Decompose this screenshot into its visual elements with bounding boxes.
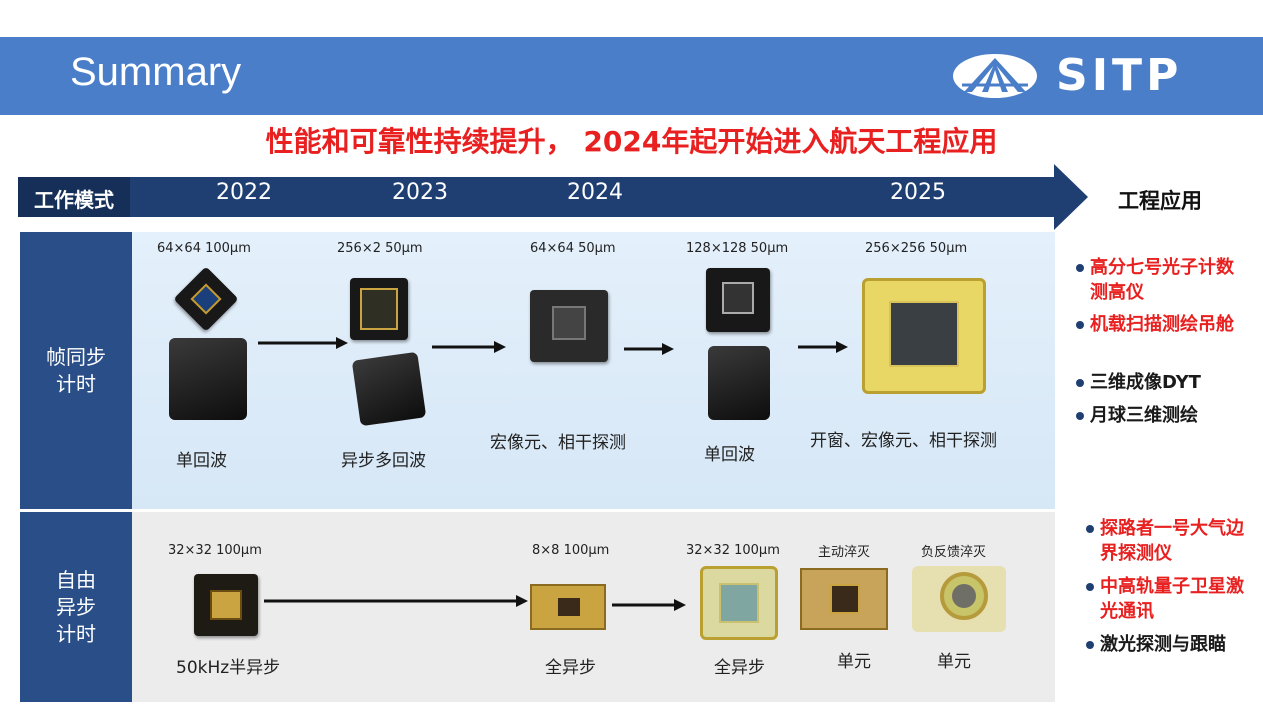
detector-chip-image: [912, 566, 1006, 632]
application-item: 机载扫描测绘吊舱: [1076, 312, 1250, 337]
detector-chip-image: [800, 568, 888, 630]
caption-label: 50kHz半异步: [176, 658, 281, 678]
spec-label: 64×64 50μm: [530, 241, 616, 256]
application-item: 激光探测与跟瞄: [1086, 632, 1250, 657]
detector-chip-image: [706, 268, 770, 332]
application-item: 探路者一号大气边界探测仪: [1086, 516, 1250, 566]
progress-arrow: [258, 337, 348, 349]
spec-label: 主动淬灭: [818, 545, 871, 560]
progress-arrow: [624, 343, 674, 355]
application-item: 中高轨量子卫星激光通讯: [1086, 574, 1250, 624]
detector-chip-image: [530, 290, 608, 362]
application-item: 月球三维测绘: [1076, 403, 1250, 428]
year-2022: 2022: [216, 180, 272, 205]
camera-module-image: [351, 351, 427, 427]
caption-label: 开窗、宏像元、相干探测: [810, 431, 997, 451]
slide-title: Summary: [70, 50, 242, 94]
spec-label: 256×2 50μm: [337, 241, 423, 256]
caption-label: 单元: [937, 652, 971, 672]
timeline-arrow: [18, 164, 1088, 230]
spec-label: 64×64 100μm: [157, 241, 251, 256]
camera-module-image: [708, 346, 770, 420]
sitp-logo-text: SITP: [1056, 50, 1183, 101]
detector-chip-image: [700, 566, 778, 640]
header-bar: [0, 37, 1263, 115]
detector-chip-image: [530, 584, 606, 630]
spec-label: 32×32 100μm: [168, 543, 262, 558]
spec-label: 负反馈淬灭: [921, 545, 987, 560]
camera-module-image: [169, 338, 247, 420]
caption-label: 全异步: [545, 658, 596, 678]
applications-header: 工程应用: [1118, 189, 1202, 213]
application-item: 高分七号光子计数测高仪: [1076, 255, 1250, 305]
mode-label: 工作模式: [34, 188, 114, 212]
detector-chip-image: [862, 278, 986, 394]
row-label-free-async: 自由异步计时: [20, 512, 132, 702]
row-label-frame-sync: 帧同步计时: [20, 232, 132, 509]
progress-arrow: [432, 341, 506, 353]
progress-arrow: [264, 595, 528, 607]
application-item: 三维成像DYT: [1076, 370, 1250, 395]
detector-chip-image: [194, 574, 258, 636]
detector-chip-image: [350, 278, 408, 340]
spec-label: 128×128 50μm: [686, 241, 789, 256]
progress-arrow: [798, 341, 848, 353]
headline: 性能和可靠性持续提升， 2024年起开始进入航天工程应用: [265, 125, 998, 158]
caption-label: 单回波: [704, 445, 755, 465]
caption-label: 异步多回波: [341, 451, 426, 471]
caption-label: 单回波: [176, 451, 227, 471]
year-2025: 2025: [890, 180, 946, 205]
year-2023: 2023: [392, 180, 448, 205]
spec-label: 32×32 100μm: [686, 543, 780, 558]
caption-label: 宏像元、相干探测: [490, 433, 626, 453]
caption-label: 全异步: [714, 658, 765, 678]
sitp-logo-icon: [953, 54, 1037, 98]
progress-arrow: [612, 599, 686, 611]
spec-label: 256×256 50μm: [865, 241, 968, 256]
year-2024: 2024: [567, 180, 623, 205]
spec-label: 8×8 100μm: [532, 543, 610, 558]
caption-label: 单元: [837, 652, 871, 672]
